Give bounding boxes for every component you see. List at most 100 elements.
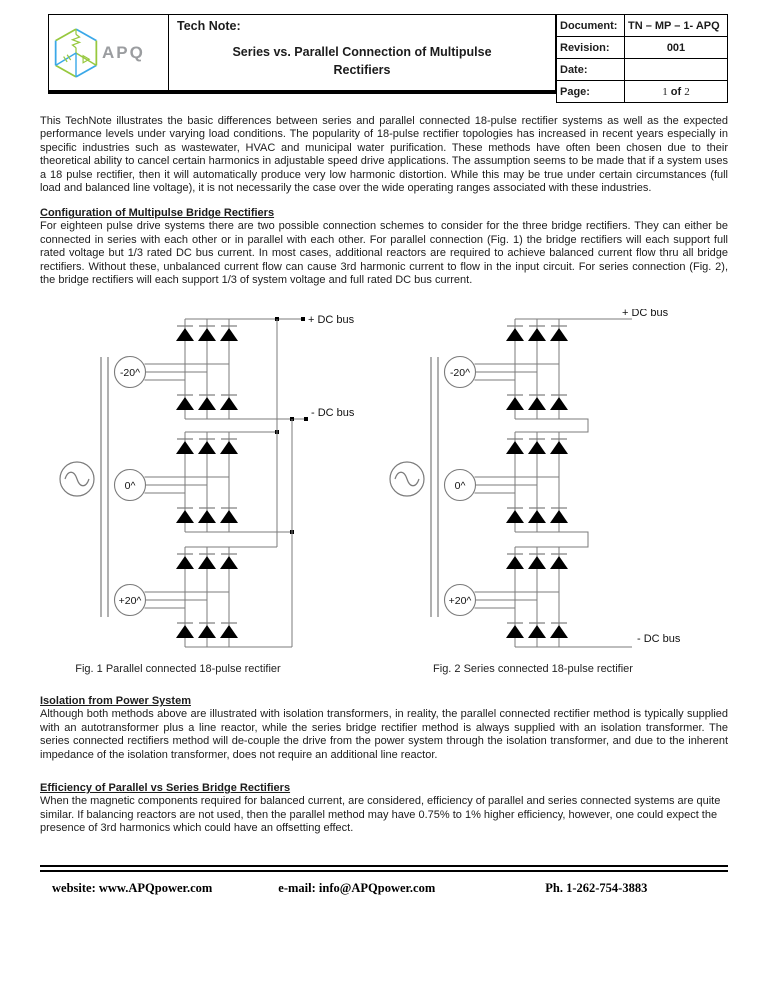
table-row: Revision: 001 [556,36,728,59]
table-row: Date: [556,58,728,81]
diode-icon [176,625,194,639]
section-efficiency: Efficiency of Parallel vs Series Bridge … [40,782,728,835]
diode-icon [550,441,568,455]
document-label-cell: Document: [556,14,625,37]
document-footer: website: www.APQpower.com e-mail: info@A… [40,881,728,896]
dc-plus-label: + DC bus [308,314,355,326]
table-row: Page: 1 of 2 [556,80,728,103]
diode-icon [550,397,568,411]
diode-icon [528,625,546,639]
section-heading: Isolation from Power System [40,695,191,708]
document-value-cell: TN – MP – 1- APQ [624,14,728,37]
diode-icon [550,625,568,639]
revision-value-cell: 001 [624,36,728,59]
diode-icon [220,397,238,411]
document-title: Series vs. Parallel Connection of Multip… [177,44,547,79]
junction-dot [301,317,305,322]
diode-icon [220,328,238,342]
phase-label: -20^ [450,367,470,379]
section-isolation: Isolation from Power System Although bot… [40,695,728,762]
diode-icon [176,328,194,342]
section-configuration: Configuration of Multipulse Bridge Recti… [40,207,728,287]
phase-shift-circle [443,356,477,389]
intro-paragraph: This TechNote illustrates the basic diff… [40,115,728,195]
figure-2: -20^ 0^ +20^ + DC bus - DC bus Fig. 2 Series… [385,309,715,675]
phase-shift-circle [113,356,147,389]
document-title-line2: Rectifiers [333,62,391,77]
dc-minus-label: - DC bus [311,407,355,419]
diode-icon [506,556,524,570]
logo: APQ [49,15,169,90]
header-left-block: APQ Tech Note: Series vs. Parallel Conne… [48,14,556,94]
diode-icon [550,328,568,342]
phase-label: -20^ [120,367,140,379]
dc-plus-label: + DC bus [622,309,669,319]
diode-icon [506,328,524,342]
diode-icon [506,625,524,639]
ac-source-icon [389,461,425,498]
date-label-cell: Date: [556,58,625,81]
phase-label: +20^ [449,595,472,607]
phase-shift-circle [443,584,477,617]
diode-icon [528,510,546,524]
page-of: of [670,85,682,98]
dc-minus-label: - DC bus [637,633,681,645]
diode-icon [528,328,546,342]
table-row: Document: TN – MP – 1- APQ [556,14,728,37]
phase-shift-circle [113,584,147,617]
section-heading: Efficiency of Parallel vs Series Bridge … [40,782,291,795]
diode-icon [198,625,216,639]
diode-icon [176,441,194,455]
tech-note-label: Tech Note: [177,19,241,33]
diode-icon [198,441,216,455]
apq-cube-logo-icon [54,27,98,78]
page-label-cell: Page: [556,80,625,103]
document-title-line1: Series vs. Parallel Connection of Multip… [232,45,492,59]
diode-icon [198,397,216,411]
page-number: 1 [662,85,668,98]
section-paragraph: For eighteen pulse drive systems there a… [40,220,728,287]
diode-icon [506,510,524,524]
phase-shift-circle [443,469,477,502]
phase-label: 0^ [455,480,466,492]
footer-website: website: www.APQpower.com [52,881,213,896]
diode-icon [198,328,216,342]
footer-email: e-mail: info@APQpower.com [278,881,436,896]
diode-icon [506,441,524,455]
junction-dot [304,417,308,422]
diode-icon [528,441,546,455]
figure-2-caption: Fig. 2 Series connected 18-pulse rectifi… [433,663,633,676]
revision-label-cell: Revision: [556,36,625,59]
figure-1-caption: Fig. 1 Parallel connected 18-pulse recti… [75,663,281,676]
phase-shift-circle [113,469,147,502]
diode-icon [198,510,216,524]
title-cell: Tech Note: Series vs. Parallel Connectio… [169,15,555,90]
diode-icon [550,510,568,524]
diode-icon [176,510,194,524]
diode-icon [220,441,238,455]
diode-icon [528,397,546,411]
page-value-cell: 1 of 2 [624,80,728,103]
phase-label: +20^ [119,595,142,607]
diode-icon [506,397,524,411]
section-heading: Configuration of Multipulse Bridge Recti… [40,207,275,220]
footer-phone: Ph. 1-262-754-3883 [545,881,648,896]
diode-icon [528,556,546,570]
section-paragraph: Although both methods above are illustra… [40,708,728,761]
figures-row: -20^ 0^ +20^ + DC bus - DC bus Fig. 1 Parall… [55,309,728,675]
diode-icon [198,556,216,570]
ac-source-icon [59,461,95,498]
diode-icon [220,510,238,524]
diode-icon [220,625,238,639]
document-header: APQ Tech Note: Series vs. Parallel Conne… [48,14,728,103]
date-value-cell [624,58,728,81]
diode-icon [220,556,238,570]
figure-1: -20^ 0^ +20^ + DC bus - DC bus Fig. 1 Parall… [55,309,385,675]
page-total: 2 [684,85,690,98]
parallel-rectifier-diagram: -20^ 0^ +20^ + DC bus - DC bus [59,314,355,648]
diode-icon [176,397,194,411]
logo-text: APQ [102,42,145,62]
document-info-table: Document: TN – MP – 1- APQ Revision: 001… [556,14,728,103]
phase-label: 0^ [125,480,136,492]
